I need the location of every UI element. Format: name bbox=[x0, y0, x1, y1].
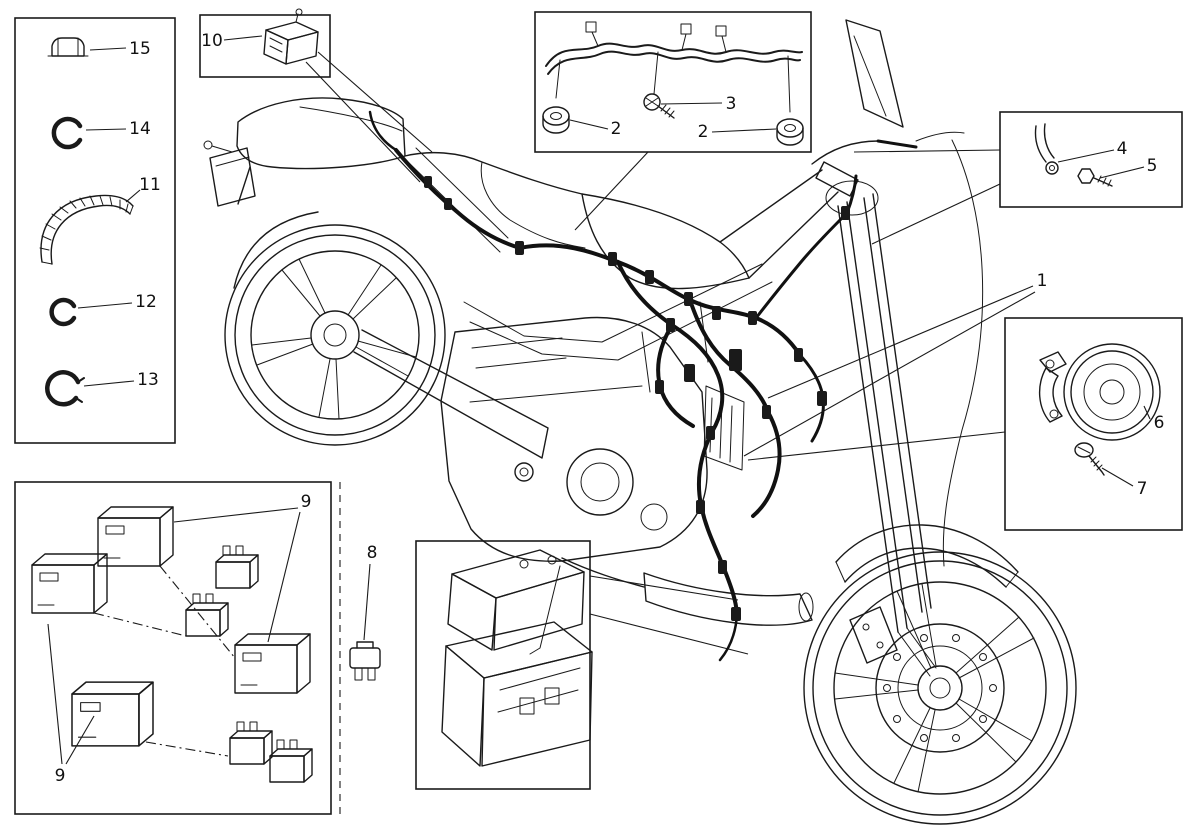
part-relay-9-b bbox=[31, 553, 108, 614]
part-c-clip-12 bbox=[49, 297, 77, 327]
part-cable-terminal-4 bbox=[1034, 123, 1059, 175]
harness-connectors bbox=[424, 176, 850, 621]
callout-9-bottom: 9 bbox=[55, 766, 66, 786]
part-relay-9-a bbox=[97, 506, 174, 567]
callout-1: 1 bbox=[1037, 271, 1048, 291]
seat-and-tank bbox=[404, 151, 750, 290]
rear-wheel bbox=[224, 224, 446, 446]
callout-4: 4 bbox=[1117, 139, 1128, 159]
wiring-harness-main bbox=[368, 110, 858, 662]
part-ecu-box bbox=[441, 621, 593, 767]
part-relay-10 bbox=[263, 8, 319, 65]
engine bbox=[440, 316, 745, 562]
part-fuse-block-c bbox=[229, 721, 273, 765]
callout-5: 5 bbox=[1147, 156, 1158, 176]
part-cable-clip-15 bbox=[47, 37, 89, 57]
harness-section-art bbox=[545, 21, 803, 113]
panel-horn: 6 7 bbox=[747, 317, 1183, 531]
callout-6: 6 bbox=[1154, 413, 1165, 433]
front-end bbox=[719, 19, 1019, 677]
part-grommet-2-right bbox=[776, 118, 804, 146]
callout-2-left: 2 bbox=[611, 119, 622, 139]
callout-13: 13 bbox=[137, 370, 159, 390]
part-fuse-block-b bbox=[185, 593, 229, 637]
part-relay-9-d bbox=[71, 681, 154, 747]
panel-relays: 9 9 bbox=[14, 481, 332, 815]
callout-8: 8 bbox=[367, 543, 378, 563]
part-relay-9-c bbox=[234, 633, 311, 694]
front-wheel bbox=[803, 551, 1077, 825]
part-fuse-block-d bbox=[269, 739, 313, 783]
callout-14: 14 bbox=[129, 119, 151, 139]
motorcycle-illustration bbox=[203, 19, 1077, 825]
panel-bracket: 4 5 bbox=[853, 111, 1183, 245]
part-screw-3 bbox=[643, 93, 675, 119]
callout-11: 11 bbox=[139, 175, 161, 195]
callout-10: 10 bbox=[201, 31, 223, 51]
callout-1-group: 1 bbox=[743, 271, 1048, 457]
exhaust bbox=[529, 557, 814, 655]
part-hook-clip-13 bbox=[45, 370, 85, 407]
panel-fasteners: 15 14 11 12 13 bbox=[14, 17, 176, 444]
panel-battery: 8 bbox=[339, 482, 749, 818]
part-screw-7 bbox=[1074, 442, 1105, 476]
callout-9-top: 9 bbox=[301, 492, 312, 512]
swingarm bbox=[353, 329, 549, 459]
brake-disc-holes bbox=[883, 634, 997, 742]
part-grommet-2-left bbox=[542, 106, 570, 134]
part-fuse-block-a bbox=[215, 545, 259, 589]
panel-harness-top: 2 3 2 bbox=[534, 11, 812, 231]
part-horn-6 bbox=[1039, 343, 1161, 441]
part-ribbed-strap-11 bbox=[39, 194, 134, 265]
callout-3: 3 bbox=[726, 94, 737, 114]
part-c-clip-14 bbox=[51, 116, 83, 150]
callout-15: 15 bbox=[129, 39, 151, 59]
callout-7: 7 bbox=[1137, 479, 1148, 499]
callout-12: 12 bbox=[135, 292, 157, 312]
part-fuse-8 bbox=[349, 641, 381, 681]
frame-trellis bbox=[405, 147, 773, 393]
part-screw-5 bbox=[1077, 168, 1113, 187]
callout-2-right: 2 bbox=[698, 122, 709, 142]
part-battery bbox=[447, 549, 585, 651]
panel-relay-top: 10 bbox=[199, 8, 433, 183]
